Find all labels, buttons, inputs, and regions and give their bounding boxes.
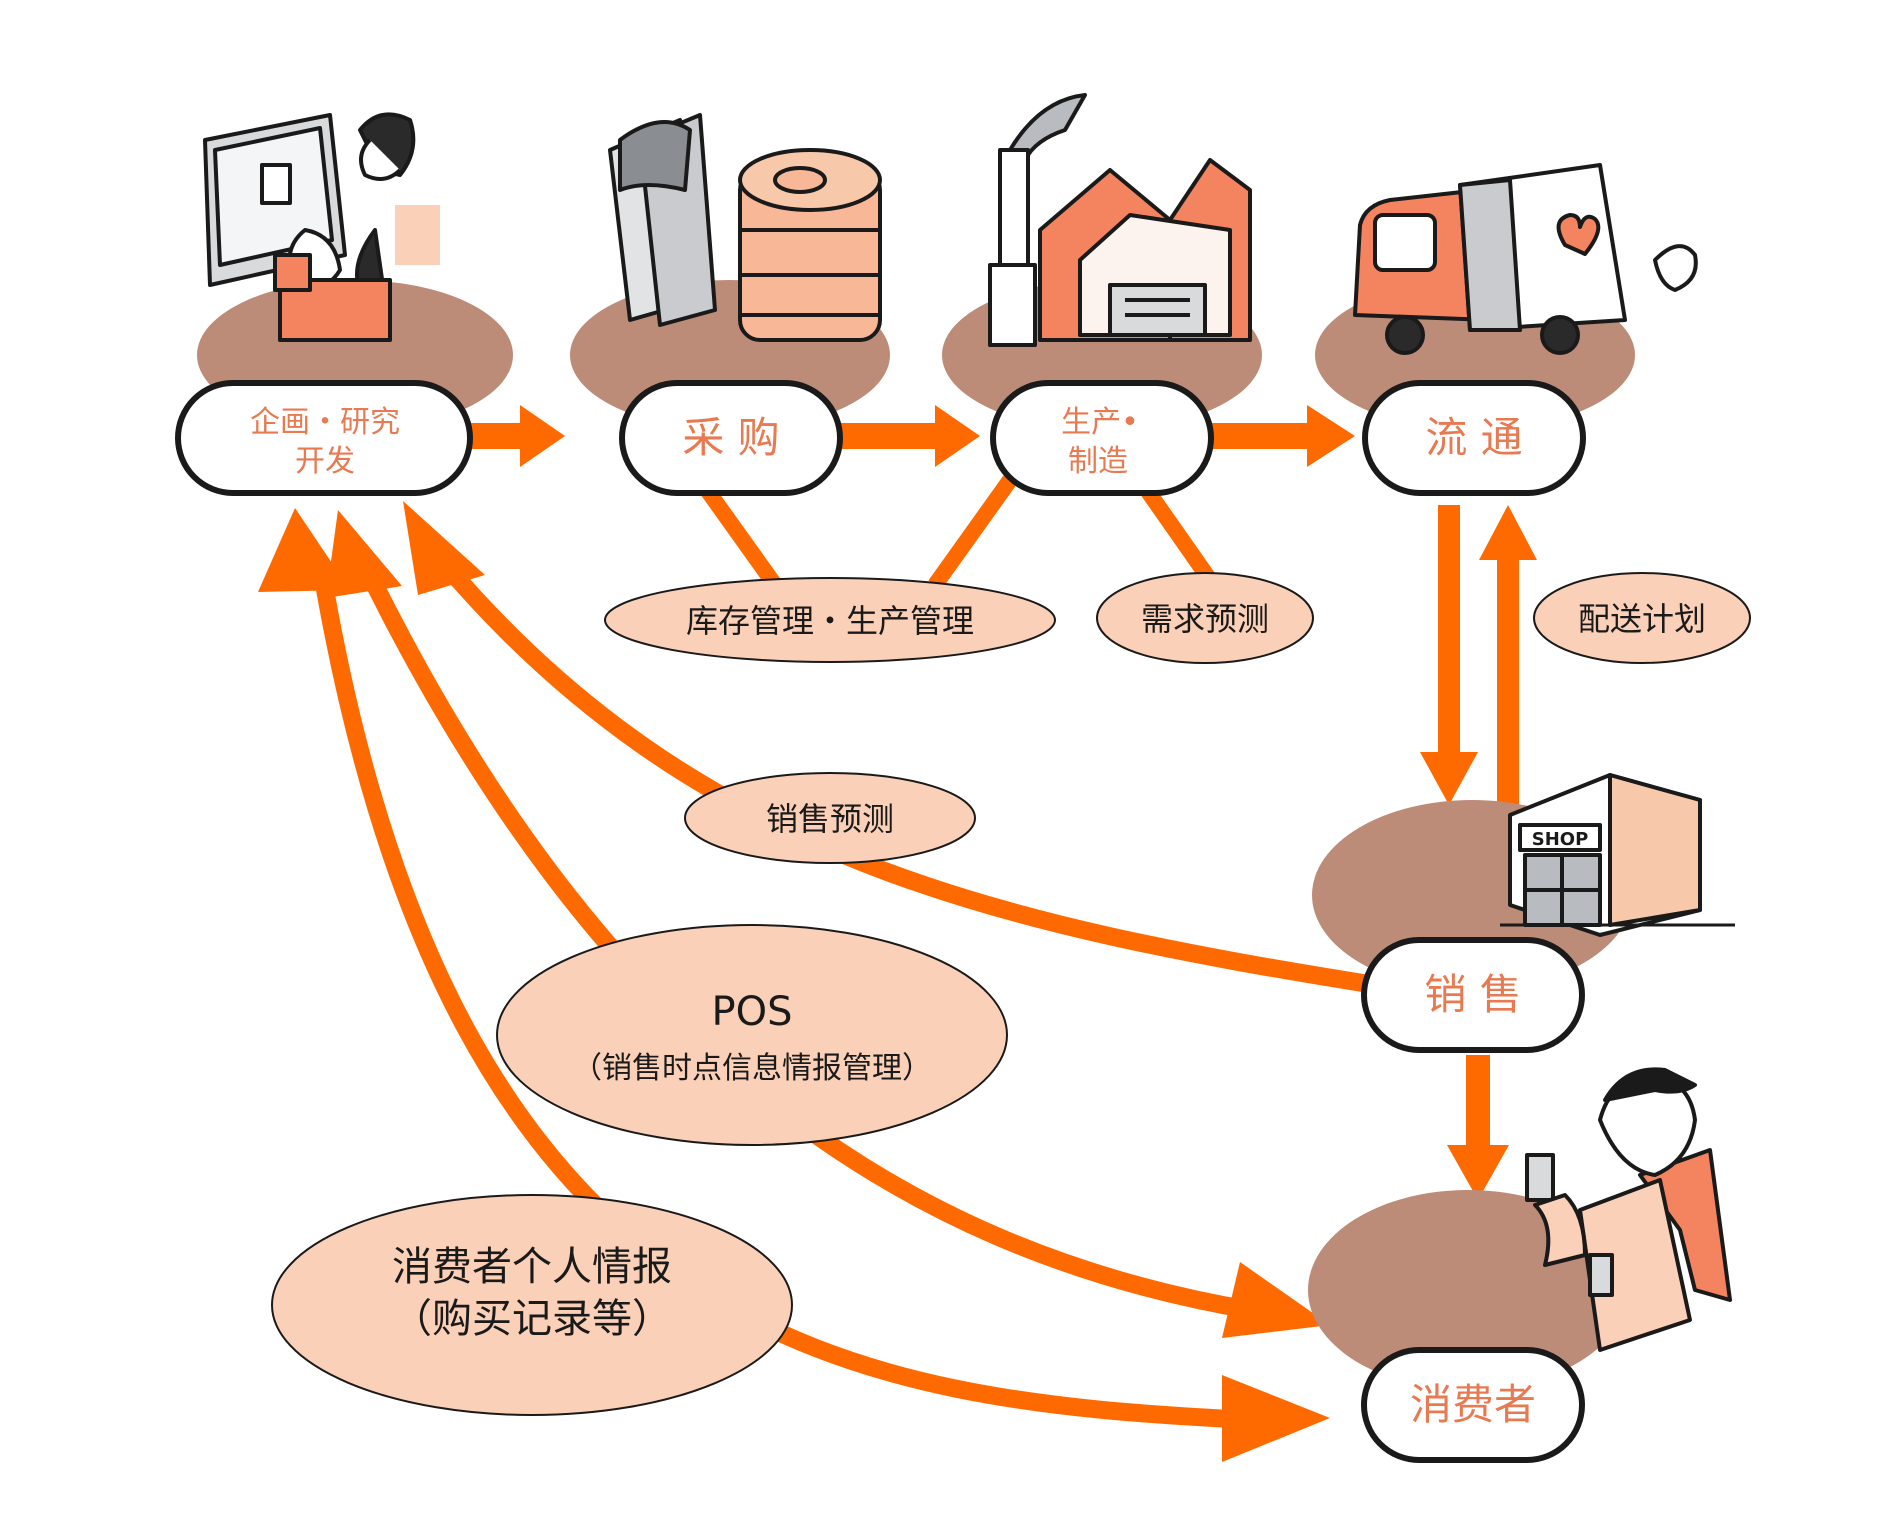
arrow-sales-to-planning	[443, 564, 1377, 994]
arrowhead-sales-consumer	[1447, 1145, 1509, 1200]
stage-planning-pill	[175, 380, 473, 496]
info-pos-title: POS	[712, 989, 793, 1035]
arrowhead-distribution-sales	[1420, 752, 1478, 805]
arrowhead-pos-planning	[326, 510, 402, 598]
stage-distribution: 流 通	[1362, 380, 1586, 496]
stage-purchasing-pill	[619, 380, 843, 496]
stage-production-label-1: 生产•	[1061, 405, 1139, 440]
flow-arrows	[470, 405, 1537, 1200]
arrowhead-sales-to-planning	[403, 501, 485, 595]
truck-illustration	[1353, 163, 1698, 355]
stage-consumer: 消费者	[1361, 1347, 1585, 1463]
info-inventory-text: 库存管理・生产管理	[686, 602, 974, 640]
arrowhead-sales-distribution	[1479, 505, 1537, 560]
info-consumer-data-line1: 消费者个人情报	[392, 1244, 672, 1290]
info-demand-text: 需求预测	[1141, 600, 1269, 638]
stage-planning-label-2: 开发	[295, 444, 355, 479]
connector-production-demand	[1133, 475, 1217, 585]
info-delivery-text: 配送计划	[1578, 600, 1706, 638]
stage-sales-pill	[1361, 937, 1585, 1053]
arrowhead-purchasing-production	[935, 405, 980, 467]
info-inventory-bubble	[604, 577, 1056, 663]
info-sales-forecast: 销售预测	[684, 772, 976, 864]
arrowhead-planning-purchasing	[520, 405, 565, 467]
info-consumer-data-line2: （购买记录等）	[392, 1296, 672, 1342]
arrowhead-production-distribution	[1307, 405, 1355, 467]
info-delivery-bubble	[1533, 572, 1751, 664]
stage-distribution-pill	[1362, 380, 1586, 496]
info-consumer-data: 消费者个人情报 （购买记录等）	[271, 1194, 793, 1416]
stage-consumer-label: 消费者	[1410, 1380, 1536, 1429]
stage-production: 生产• 制造	[990, 380, 1214, 496]
info-pos-bubble	[496, 924, 1008, 1146]
arrowhead-consumer-info-planning	[258, 508, 350, 592]
materials-illustration	[608, 113, 882, 342]
connector-purchase-inventory	[693, 475, 782, 590]
info-delivery: 配送计划	[1533, 572, 1751, 664]
factory-illustration	[988, 93, 1252, 347]
info-inventory: 库存管理・生产管理	[604, 577, 1056, 663]
info-pos: POS （销售时点信息情报管理）	[496, 924, 1008, 1146]
connector-production-inventory	[928, 475, 1017, 590]
connector-lines	[693, 475, 1217, 590]
info-demand-bubble	[1096, 572, 1314, 664]
stage-distribution-label: 流 通	[1425, 413, 1522, 462]
stage-production-pill	[990, 380, 1214, 496]
info-consumer-data-bubble	[271, 1194, 793, 1416]
designers-illustration	[203, 112, 440, 342]
shop-illustration: SHOP	[1500, 773, 1735, 937]
info-pos-desc: （销售时点信息情报管理）	[572, 1051, 932, 1086]
stage-sales: 销 售	[1361, 937, 1585, 1053]
stage-purchasing-label: 采 购	[682, 413, 779, 462]
stage-sales-label: 销 售	[1424, 970, 1521, 1019]
info-sales-forecast-bubble	[684, 772, 976, 864]
info-sales-forecast-text: 销售预测	[766, 800, 894, 838]
stage-consumer-pill	[1361, 1347, 1585, 1463]
info-demand: 需求预测	[1096, 572, 1314, 664]
arrowhead-consumer-info-consumer	[1222, 1375, 1330, 1462]
consumer-illustration	[1525, 1067, 1732, 1352]
shop-sign: SHOP	[1532, 829, 1589, 850]
stage-planning-label-1: 企画・研究	[250, 405, 400, 440]
stage-production-label-2: 制造	[1068, 444, 1128, 479]
arrowhead-pos-consumer	[1222, 1262, 1330, 1338]
stage-planning: 企画・研究 开发	[175, 380, 473, 496]
stage-purchasing: 采 购	[619, 380, 843, 496]
